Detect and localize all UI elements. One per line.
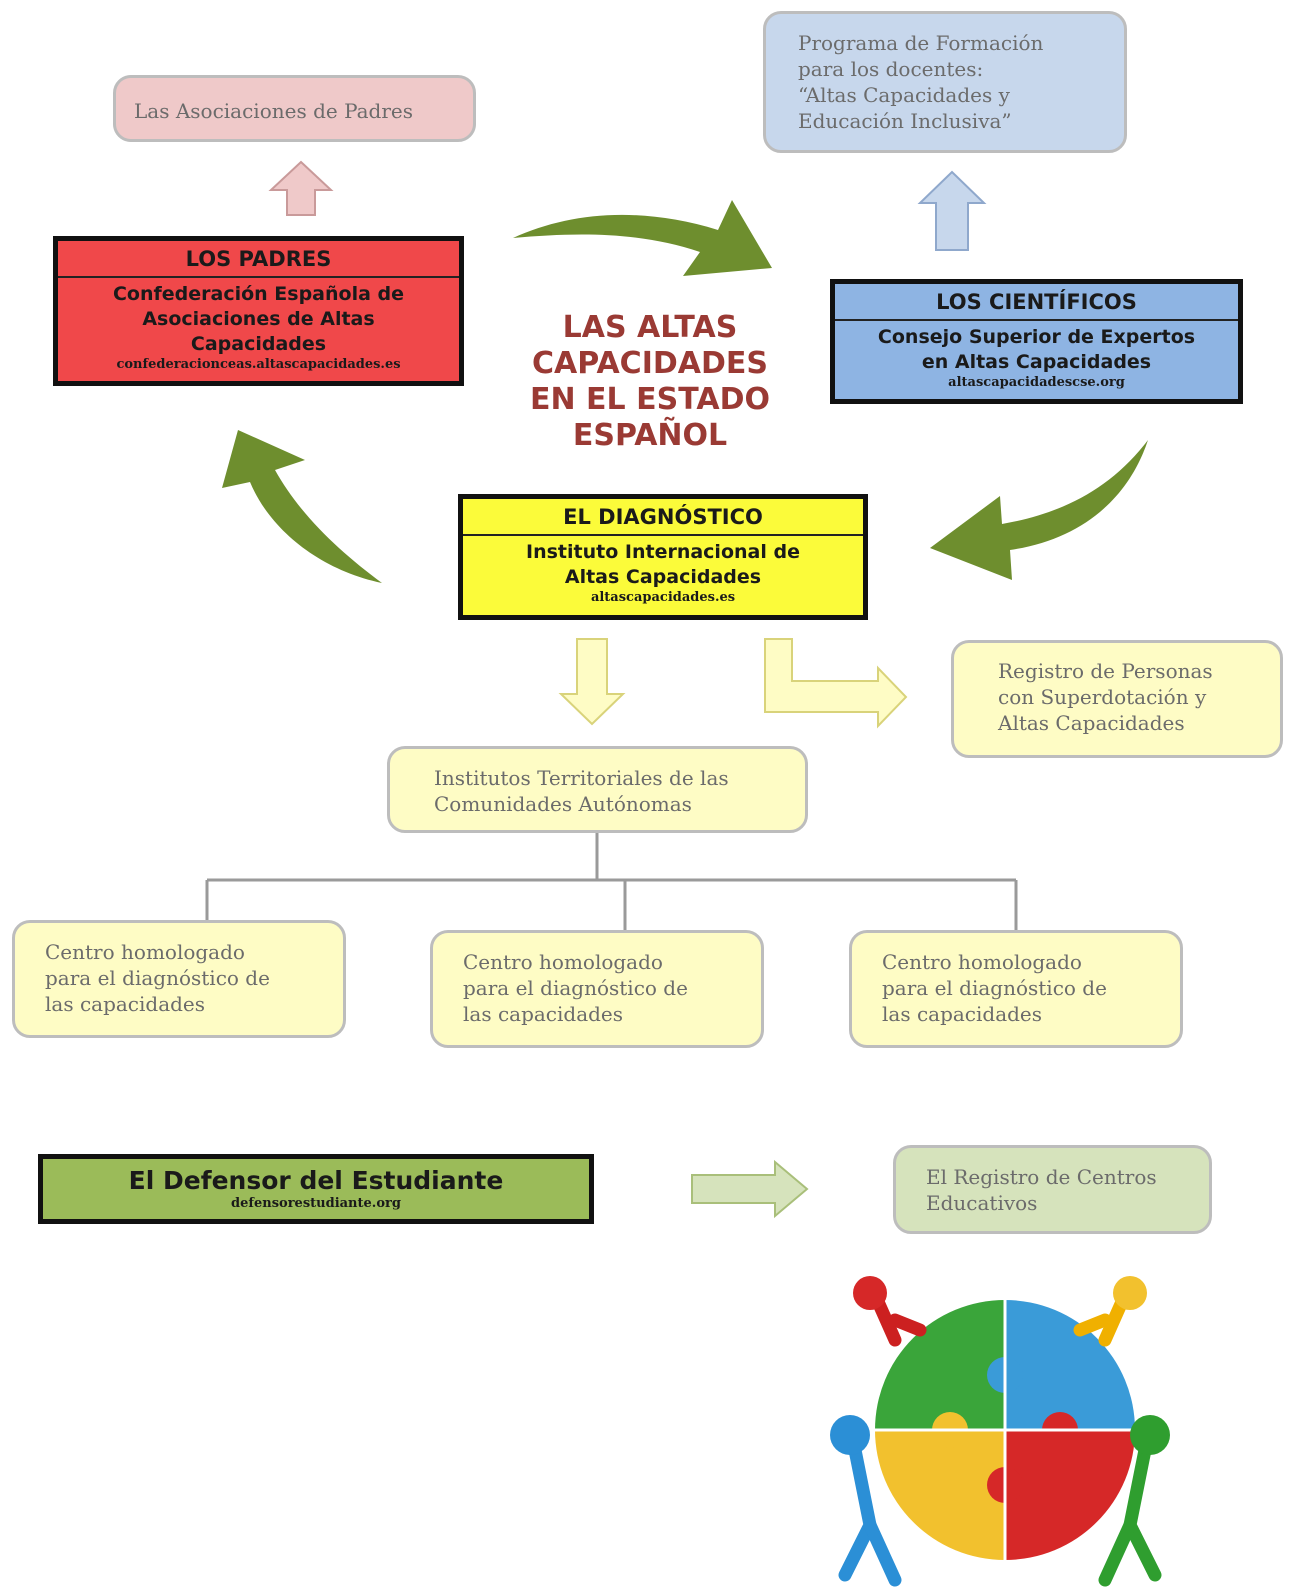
curved-arrow-diagnostico-to-padres <box>222 430 382 583</box>
block-arrow-right-registro-centros <box>691 1159 809 1219</box>
defensor-box: El Defensor del Estudiante defensorestud… <box>38 1154 594 1224</box>
curved-arrow-cientificos-to-diagnostico <box>930 440 1148 580</box>
asociaciones-box: Las Asociaciones de Padres <box>113 75 476 142</box>
block-arrow-up-asociaciones <box>268 160 334 216</box>
defensor-head: El Defensor del Estudiante <box>128 1166 504 1195</box>
defensor-url: defensorestudiante.org <box>231 1196 401 1211</box>
padres-url: confederacionceas.altascapacidades.es <box>116 357 401 372</box>
curved-arrow-padres-to-cientificos <box>513 200 772 276</box>
block-arrow-right-registro-personas <box>764 638 908 729</box>
diagnostico-url: altascapacidades.es <box>590 590 736 605</box>
block-arrow-down-institutos <box>558 638 626 726</box>
padres-head: LOS PADRES <box>58 241 459 278</box>
cientificos-url: altascapacidadescse.org <box>948 375 1125 390</box>
block-arrow-up-programa <box>917 170 987 251</box>
tree-connectors <box>205 833 1018 930</box>
diagnostico-head: EL DIAGNÓSTICO <box>463 499 863 536</box>
cientificos-head: LOS CIENTÍFICOS <box>835 284 1238 321</box>
cientificos-box: LOS CIENTÍFICOS Consejo Superior de Expe… <box>830 279 1243 404</box>
puzzle-team-icon <box>830 1276 1170 1587</box>
diagnostico-box: EL DIAGNÓSTICO Instituto Internacional d… <box>458 494 868 620</box>
asociaciones-label: Las Asociaciones de Padres <box>134 99 414 123</box>
